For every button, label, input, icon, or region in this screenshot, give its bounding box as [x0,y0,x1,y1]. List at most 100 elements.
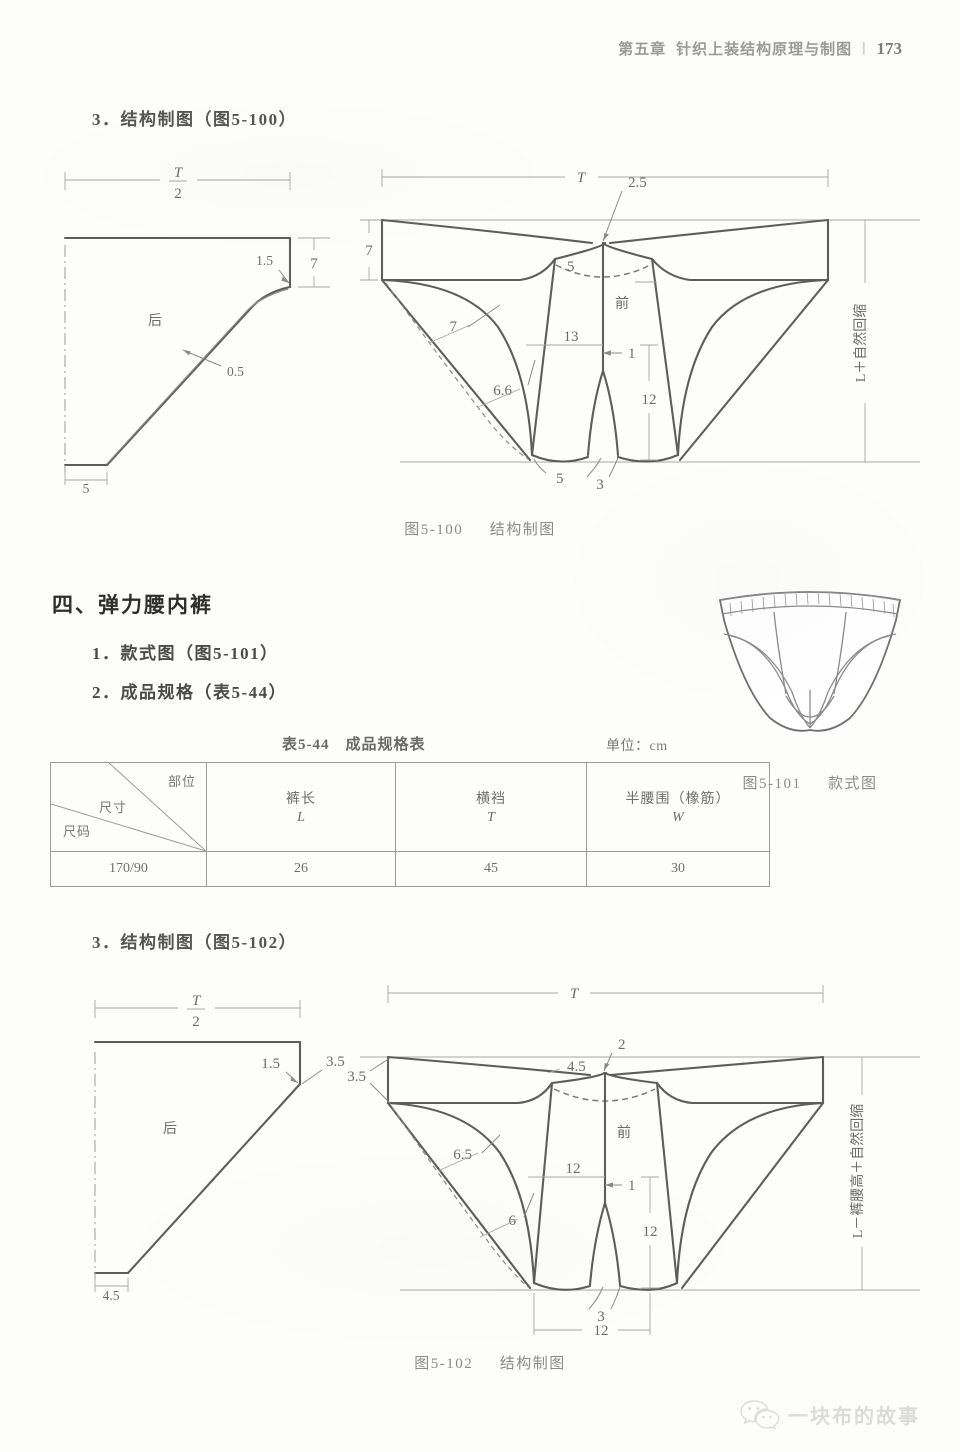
hem-right-curve-102 [618,1281,679,1291]
callout-line-6 [523,1192,535,1218]
label-102-crotch-step: 1 [628,1178,636,1194]
label-corner-offset-1p5: 1.5 [256,253,273,268]
front-right-seam-102 [655,1081,679,1285]
hem-left-curve [530,453,590,463]
dimension-bottom-width-5 [64,472,108,485]
callout-line-6p6 [527,359,536,386]
callout-arrowhead-102-1p5 [290,1076,298,1083]
figure-5-100-back-panel: T 2 7 1.5 0.5 [45,150,355,525]
cell-length-value: 26 [206,851,396,887]
label-T-over-2-denominator: 2 [174,186,182,202]
table-header-row: 部位 尺寸 尺码 裤长 L 横裆 T 半腰围（橡筋） W [50,762,770,852]
cell-crotch-value: 45 [395,851,587,887]
front-yoke-left-102 [550,1071,606,1085]
label-102-T-denominator: 2 [192,1014,200,1030]
label-102-crotch-width: 12 [566,1161,581,1177]
table-corner-cell: 部位 尺寸 尺码 [50,762,207,852]
table-row: 170/90 26 45 30 [50,851,770,887]
label-leg-curve-7: 7 [450,319,458,335]
callout-line-102-waist-3p5b [369,1082,391,1104]
right-waist-lower-102 [655,1081,825,1105]
front-left-seam-102 [532,1081,554,1285]
header-waist-symbol: W [672,809,684,825]
header-length-name: 裤长 [286,791,316,807]
header-length-symbol: L [297,809,305,825]
right-leg-outer-102 [680,1101,825,1290]
left-leg-outer [380,278,532,462]
dimension-102-hem-width [533,1293,651,1335]
label-102-hem-width: 12 [594,1323,609,1339]
label-crotch-step-1: 1 [628,346,636,362]
watermark-text: 一块布的故事 [788,1405,920,1428]
dimension-total-length [854,219,876,463]
caption-5-101-text: 款式图 [827,776,878,792]
callout-arrowhead-2p5 [603,233,609,241]
cell-waist-value: 30 [586,851,770,887]
label-crotch-width-13: 13 [564,329,579,345]
label-102-total-width: T [570,986,580,1002]
running-head-chapter: 第五章 [618,42,667,58]
label-102-hem-center: 3 [597,1309,605,1325]
header-crotch-name: 横裆 [476,791,506,807]
callout-line-1p5 [278,269,290,284]
caption-figure-5-101: 图5-101 款式图 [690,772,930,793]
front-yoke-right [601,241,654,261]
leg-opening-right-inner [809,635,890,729]
callout-arrowhead-2 [604,1063,610,1071]
callout-arrowhead-1 [603,350,611,356]
right-leg-curve-102 [675,1101,825,1285]
cell-size: 170/90 [50,851,207,887]
running-head-separator: | [862,40,867,56]
left-waist-lower [380,257,557,282]
label-102-front-yoke: 4.5 [567,1059,586,1075]
callout-line-6p5 [481,1134,501,1154]
header-waist-name: 半腰围（橡筋） [625,791,731,807]
waistband-bottom [721,605,899,615]
corner-label-part: 部位 [167,774,196,789]
callout-arrowhead-1p5 [281,276,289,283]
back-102-leg [126,1082,302,1275]
label-102-corner-offset: 1.5 [261,1056,280,1072]
figure-5-100-front-panel: T [360,155,920,520]
left-leg-dash-102 [391,1106,529,1288]
watermark: 一块布的故事 [740,1398,920,1430]
front-yoke-left [553,241,607,261]
table-title: 表5-44 成品规格表 [282,737,426,753]
callout-line-2p5 [602,190,623,242]
label-102-T-numerator: T [192,993,202,1009]
tick-6p6 [477,388,521,408]
dimension-102-bottom-width [94,1278,129,1292]
label-hem-center-3: 3 [596,477,604,493]
waistband-ribs [729,590,895,618]
style-illustration-briefs [700,578,920,748]
corner-label-measure: 尺寸 [99,800,128,815]
left-waist-lower-102 [386,1081,554,1105]
label-center-rise-2p5: 2.5 [628,175,647,191]
crotch-right-102 [603,1201,622,1287]
dimension-102-total-width [387,985,824,1003]
crotch-left-102 [588,1201,607,1287]
dimension-half-width-102 [94,1000,301,1018]
label-leg-curve-6p6: 6.6 [493,383,512,399]
corner-label-size: 尺码 [63,824,92,839]
section-heading-elastic-waist-underwear: 四、弹力腰内裤 [52,593,213,617]
callout-arrowhead-102-1 [605,1182,613,1188]
front-right-seam [650,257,680,457]
running-head: 第五章 针织上装结构原理与制图 | 173 [618,38,902,59]
dimension-side-depth [298,237,330,288]
label-hem-left-5: 5 [556,471,564,487]
caption-5-101-number: 图5-101 [742,776,802,792]
table-header-cell-crotch: 横裆 T [395,762,587,852]
hem-left-curve-102 [532,1281,592,1291]
label-102-bottom-width: 4.5 [103,1288,120,1303]
dimension-waist-depth-7 [360,219,378,281]
label-102-leg-curve-lower: 6 [509,1213,517,1229]
label-102-front-region: 前 [617,1124,631,1141]
crotch-left [586,369,605,457]
label-102-side-depth: 3.5 [326,1054,345,1070]
label-102-total-length-formula: L－裤腰高＋自然回缩 [849,1104,866,1239]
label-102-waist-depth: 3.5 [347,1069,366,1085]
label-102-crotch-depth: 12 [643,1224,658,1240]
running-head-title: 针织上装结构原理与制图 [676,42,853,58]
